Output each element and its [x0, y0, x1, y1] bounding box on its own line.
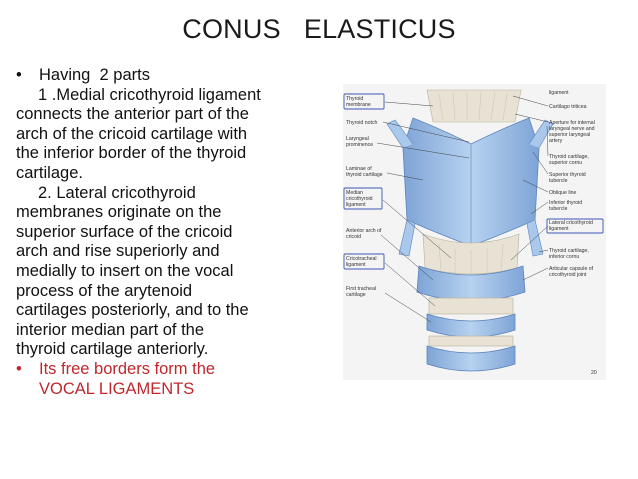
larynx-drawing: Thyroid membrane Thyroid notch Laryngeal…	[343, 89, 604, 376]
bullet-text: Having 2 parts	[39, 66, 150, 84]
label-median-3: ligament	[346, 202, 366, 208]
bullet-vocal-ligaments: • Its free borders form the VOCAL LIGAME…	[16, 360, 338, 399]
label-superior-tubercle-1: Superior thyroid	[549, 172, 586, 178]
label-inferior-cornu-2: inferior cornu	[549, 254, 579, 260]
bullet2-line-1: Its free borders form the	[39, 359, 216, 378]
label-cartilago-triticea: Cartilago triticea	[549, 104, 587, 110]
label-superior-cornu-2: superior cornu	[549, 160, 582, 166]
label-laminae-1: Laminae of	[346, 166, 372, 172]
label-superior-cornu-1: Thyroid cartilage,	[549, 154, 589, 160]
part2-line-4: medially to insert on the vocal	[16, 261, 234, 280]
label-right-ligament: ligament	[549, 90, 569, 96]
label-inferior-cornu-1: Thyroid cartilage,	[549, 248, 589, 254]
label-cricotracheal-1: Cricotracheal	[346, 256, 377, 262]
part2-heading: 2. Lateral cricothyroid	[38, 183, 196, 202]
label-aperture-2: laryngeal nerve and	[549, 126, 595, 132]
first-tracheal-cartilage	[426, 313, 516, 338]
label-cricotracheal-2: ligament	[346, 262, 366, 268]
label-laryngeal-1: Laryngeal	[346, 136, 369, 142]
part2-line-5: process of the arytenoid	[16, 281, 193, 300]
slide-title: CONUS ELASTICUS	[182, 14, 456, 44]
label-lateral-cricothyroid-2: ligament	[549, 226, 569, 232]
label-thyroid-notch: Thyroid notch	[346, 120, 378, 126]
bullet-text: Its free borders form the VOCAL LIGAMENT…	[39, 360, 215, 399]
larynx-illustration: Thyroid membrane Thyroid notch Laryngeal…	[343, 84, 606, 380]
label-articular-capsule-2: cricothyroid joint	[549, 272, 587, 278]
label-aperture-4: artery	[549, 138, 563, 144]
label-articular-capsule-1: Articular capsule of	[549, 266, 594, 272]
part1-line-4: cartilage.	[16, 163, 83, 182]
label-laryngeal-2: prominence	[346, 142, 373, 148]
part1-line-2: arch of the cricoid cartilage with	[16, 124, 248, 143]
label-inferior-tubercle-2: tubercle	[549, 206, 568, 212]
bullet-having-parts: • Having 2 parts	[16, 66, 338, 86]
part2-line-7: interior median part of the	[16, 320, 205, 339]
label-median-2: cricothyroid	[346, 196, 373, 202]
part2-line-3: arch and rise superiorly and	[16, 242, 220, 261]
label-thyroid-membrane-2: membrane	[346, 102, 371, 108]
part1-line-1: connects the anterior part of the	[16, 105, 249, 124]
label-oblique-line: Oblique line	[549, 190, 577, 196]
label-laminae-2: thyroid cartilage	[346, 172, 383, 178]
label-superior-tubercle-2: tubercle	[549, 178, 568, 184]
thyrohyoid-membrane	[426, 89, 522, 123]
label-inferior-tubercle-1: Inferior thyroid	[549, 200, 582, 206]
label-first-tracheal-2: cartilage	[346, 292, 366, 298]
part2-line-1: membranes originate on the	[16, 203, 222, 222]
label-anterior-arch-1: Anterior arch of	[346, 228, 382, 234]
figure-page-number: 20	[591, 370, 597, 376]
label-thyroid-membrane-1: Thyroid	[346, 96, 363, 102]
part1-heading: 1 .Medial cricothyroid ligament	[38, 85, 261, 104]
slide-body: • Having 2 parts 1 .Medial cricothyroid …	[16, 66, 338, 399]
part2-line-8: thyroid cartilage anteriorly.	[16, 340, 209, 359]
label-median-1: Median	[346, 190, 363, 196]
label-aperture-1: Aperture for internal	[549, 120, 595, 126]
label-first-tracheal-1: First tracheal	[346, 286, 376, 292]
part1-line-3: the inferior border of the thyroid	[16, 144, 247, 163]
bullet2-line-2: VOCAL LIGAMENTS	[39, 379, 195, 398]
label-lateral-cricothyroid-1: Lateral cricothyroid	[549, 220, 593, 226]
cricotracheal-ligament	[428, 297, 514, 315]
label-aperture-3: superior laryngeal	[549, 132, 590, 138]
bullet-marker: •	[16, 66, 22, 84]
part2-line-2: superior surface of the cricoid	[16, 222, 233, 241]
label-anterior-arch-2: cricoid	[346, 234, 361, 240]
bullet-marker: •	[16, 359, 22, 378]
part2-line-6: cartilages posteriorly, and to the	[16, 301, 249, 320]
